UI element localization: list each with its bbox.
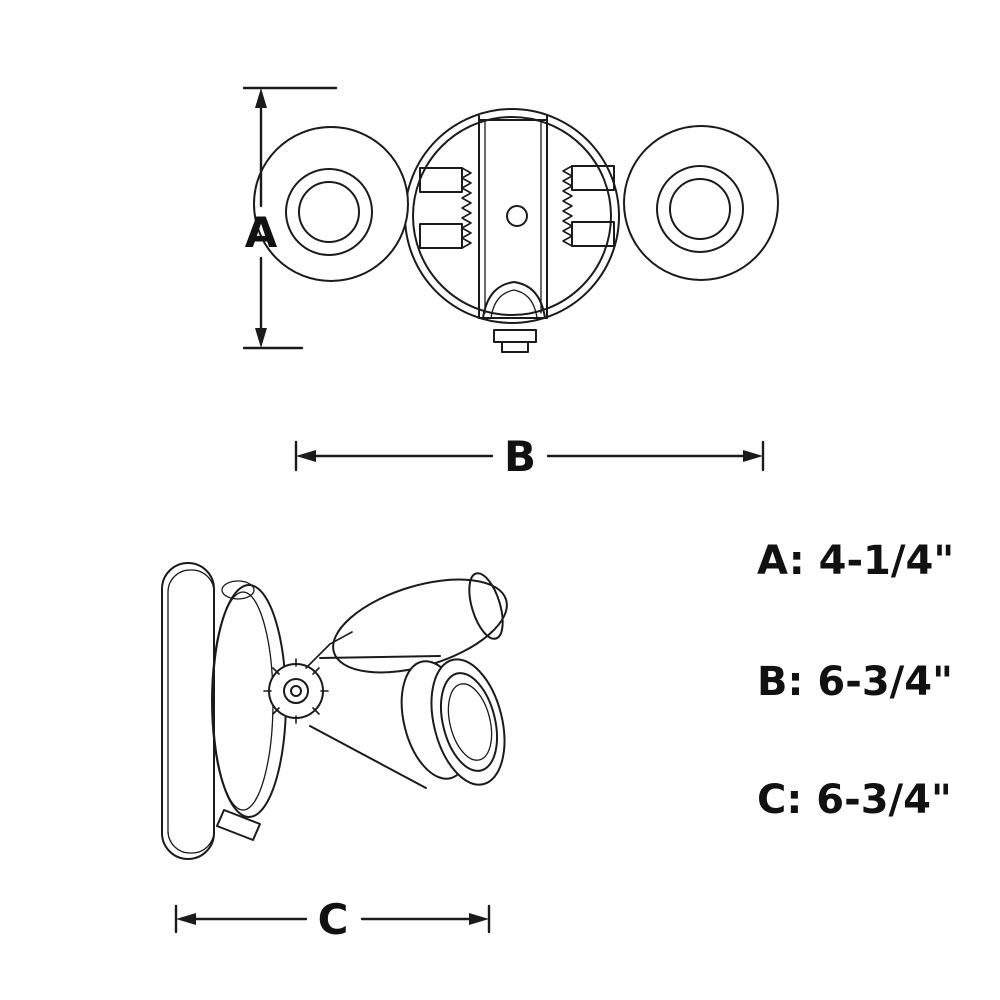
legend-item-c: C: 6-3/4"	[757, 777, 952, 823]
dim-c-label: C	[318, 895, 349, 944]
dim-a-arrow-down-icon	[255, 328, 267, 348]
bottom-tab	[493, 329, 537, 353]
dim-b-arrow-left-icon	[296, 450, 316, 462]
knurl-ticks	[263, 658, 329, 724]
cover-bottom-tab	[216, 809, 261, 841]
dim-c-arrow-right-icon	[469, 913, 489, 925]
dimension-b: B	[294, 432, 765, 481]
right-serration	[562, 165, 573, 247]
dimension-c: C	[174, 895, 491, 944]
legend-item-a: A: 4-1/4"	[757, 538, 954, 584]
lower-lamp-head	[309, 655, 506, 789]
right-lamp-head	[623, 125, 779, 281]
dimension-legend: A: 4-1/4" B: 6-3/4" C: 6-3/4"	[757, 538, 954, 823]
upper-lamp-head	[332, 572, 508, 674]
dim-a-label: A	[245, 208, 278, 257]
wire-clamp-arch	[482, 281, 546, 319]
dim-b-label: B	[504, 432, 536, 481]
lens-inner-ring	[447, 683, 493, 761]
side-view-drawing	[161, 562, 508, 860]
dim-c-arrow-left-icon	[176, 913, 196, 925]
adjustment-knuckle	[263, 631, 353, 724]
legend-item-b: B: 6-3/4"	[757, 659, 953, 705]
dimension-a: A	[242, 86, 338, 350]
left-serration	[461, 167, 472, 249]
right-knuckle-clamp	[562, 165, 615, 247]
dim-b-arrow-right-icon	[743, 450, 763, 462]
left-knuckle-clamp	[419, 167, 472, 249]
left-lamp-head	[253, 126, 409, 282]
knuckle-arm	[305, 631, 353, 669]
front-view-drawing	[253, 108, 779, 353]
lens-mid-ring	[440, 672, 498, 772]
lens-outer-ring	[430, 658, 506, 786]
mounting-bracket	[478, 115, 548, 319]
wall-plate	[161, 562, 215, 860]
bracket-hole	[506, 205, 528, 227]
dim-a-arrow-up-icon	[255, 88, 267, 108]
round-cover	[211, 580, 287, 841]
